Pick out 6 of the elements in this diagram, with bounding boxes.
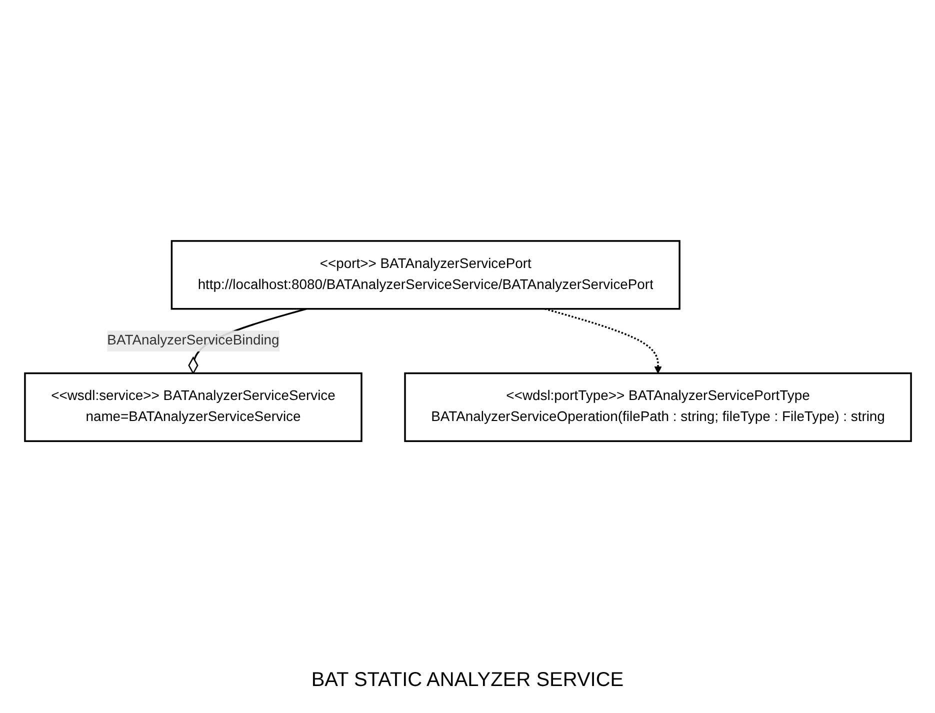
diagram-caption: BAT STATIC ANALYZER SERVICE: [311, 669, 624, 692]
dashed-arrow: [544, 308, 662, 374]
class-box: <<wdsl:portType>> BATAnalyzerServicePortType BATAnalyzerServiceOperation(filePath : string; fileType : FileType) : string: [404, 372, 912, 442]
class-box: <<wsdl:service>> BATAnalyzerServiceService name=BATAnalyzerServiceService: [24, 372, 362, 442]
class-box: <<port>> BATAnalyzerServicePort http://localhost:8080/BATAnalyzerServiceService/BATAnalyzerServicePort: [170, 240, 680, 310]
edge-label: BATAnalyzerServiceBinding: [106, 333, 279, 348]
